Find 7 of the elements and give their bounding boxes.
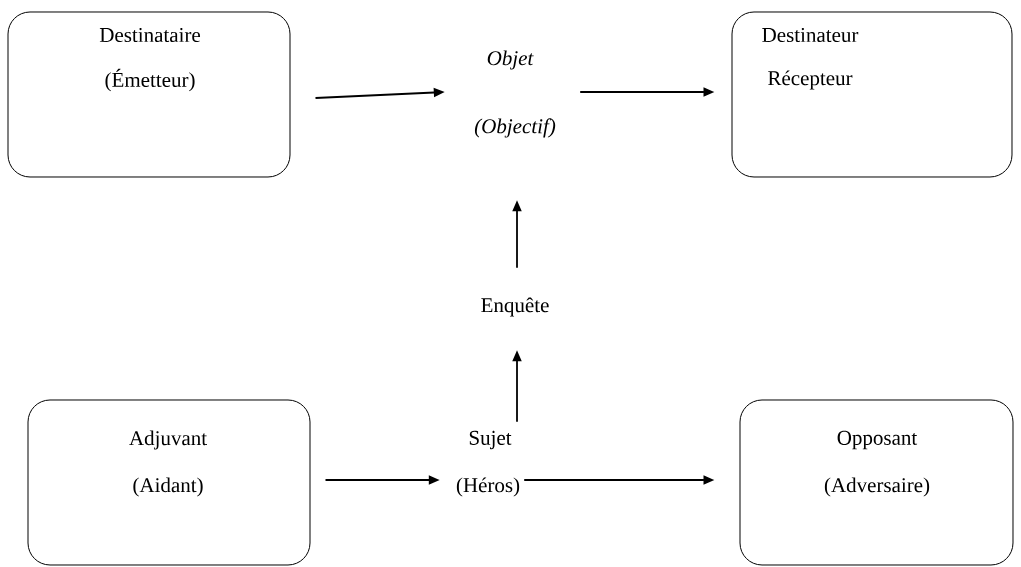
rounded-box: Adjuvant (Aidant)	[27, 399, 311, 566]
rounded-box: Opposant (Adversaire)	[739, 399, 1014, 566]
rounded-box: Destinateur Récepteur	[731, 11, 1013, 178]
text-label: Sujet (Héros)	[456, 430, 520, 497]
text-label: Enquête	[481, 297, 549, 317]
text-label: Objet (Objectif)	[474, 50, 556, 138]
rounded-box: Destinataire (Émetteur)	[7, 11, 291, 178]
